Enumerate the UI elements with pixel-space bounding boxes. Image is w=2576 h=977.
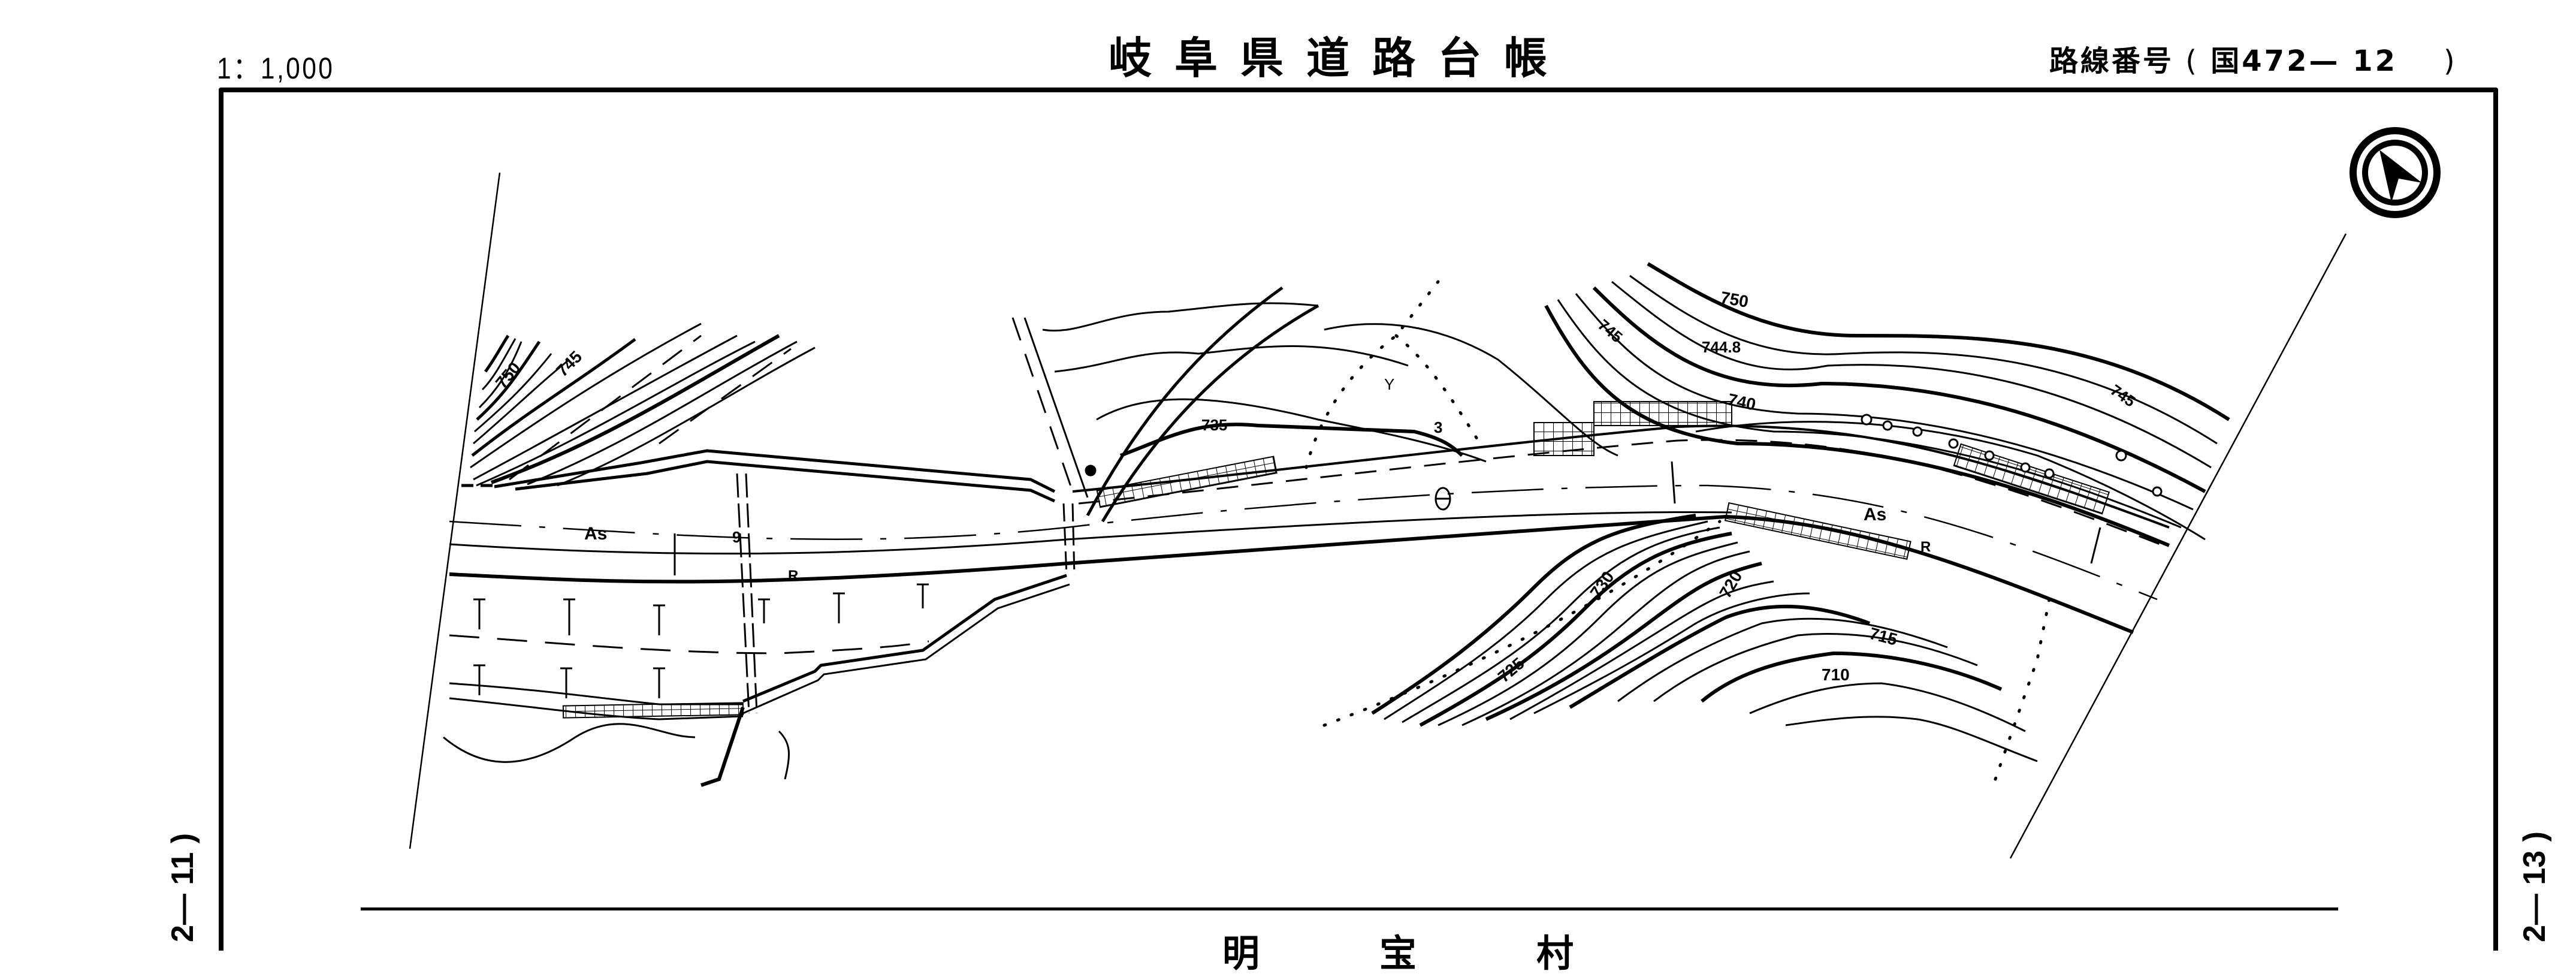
route-number: 472— 12: [2242, 44, 2397, 78]
retaining-wall-hatch-mid2: [1533, 422, 1594, 456]
contour-label: 735: [1201, 416, 1227, 434]
slope-symbols-left: [473, 583, 929, 698]
utility-pole-icon: [1085, 465, 1097, 477]
left-sheet-boundary: [409, 172, 501, 849]
bottom-rule: [361, 907, 2338, 910]
contour-label: 745: [552, 347, 585, 380]
route-prefix: 国: [2210, 44, 2242, 78]
point-label: 3: [1434, 418, 1442, 436]
retaining-wall-hatch-lower: [1724, 502, 1911, 560]
roadside-label: R: [788, 568, 798, 584]
route-label: 路線番号: [2049, 44, 2175, 78]
retaining-wall-hatch-upper: [1593, 401, 1732, 426]
direction-arrows: [674, 461, 2101, 575]
slope-dashes-upper-left: [509, 334, 792, 481]
contours-middle: [1042, 302, 1618, 463]
road-ledger-map: As As R R 9 3 Y 750 745 735 745 744.8 75…: [409, 127, 2441, 859]
contours-lower-right: [1371, 514, 2038, 762]
retaining-wall-hatch-mid: [1096, 456, 1278, 508]
map-frame: [219, 88, 2498, 951]
contour-label: 725: [1494, 654, 1528, 686]
contour-label: 750: [1719, 288, 1750, 311]
point-label: 9: [732, 528, 741, 546]
retaining-wall-hatch-right: [1953, 443, 2110, 515]
wall-posts-right: [1861, 414, 2163, 497]
contour-label: 744.8: [1702, 338, 1741, 356]
pavement-label: As: [584, 524, 607, 544]
roadside-label: R: [1920, 539, 1931, 555]
route-open-paren: (: [2174, 44, 2211, 78]
page-title: 岐阜県道路台帳: [1109, 33, 1571, 83]
pavement-label: As: [1864, 505, 1886, 524]
contour-label: 710: [1822, 665, 1850, 684]
route-close-paren: ): [2397, 44, 2457, 78]
contour-label: 715: [1867, 624, 1899, 649]
route-number-block: 路線番号 ( 国472— 12 ): [2049, 37, 2457, 79]
contour-label: 730: [1587, 568, 1618, 601]
vegetation-symbol: Y: [1384, 375, 1394, 393]
slope-lower-left: [443, 473, 1076, 787]
road-edges: [449, 424, 2170, 634]
shoulder-upper-left: [461, 449, 1056, 503]
map-scale: 1：1,000: [217, 52, 335, 85]
survey-point-icon: [1435, 487, 1451, 511]
contours-upper-right: [1544, 262, 2230, 547]
contour-label: 745: [2107, 381, 2139, 410]
retaining-wall-hatch-left: [562, 702, 744, 719]
previous-sheet-label[interactable]: 2— 11 ): [165, 833, 200, 942]
municipality-name: 明宝村: [1222, 931, 1694, 975]
right-sheet-boundary: [2009, 233, 2347, 859]
north-arrow-icon: [2349, 127, 2441, 218]
next-sheet-label[interactable]: 2— 13 ): [2517, 831, 2552, 942]
